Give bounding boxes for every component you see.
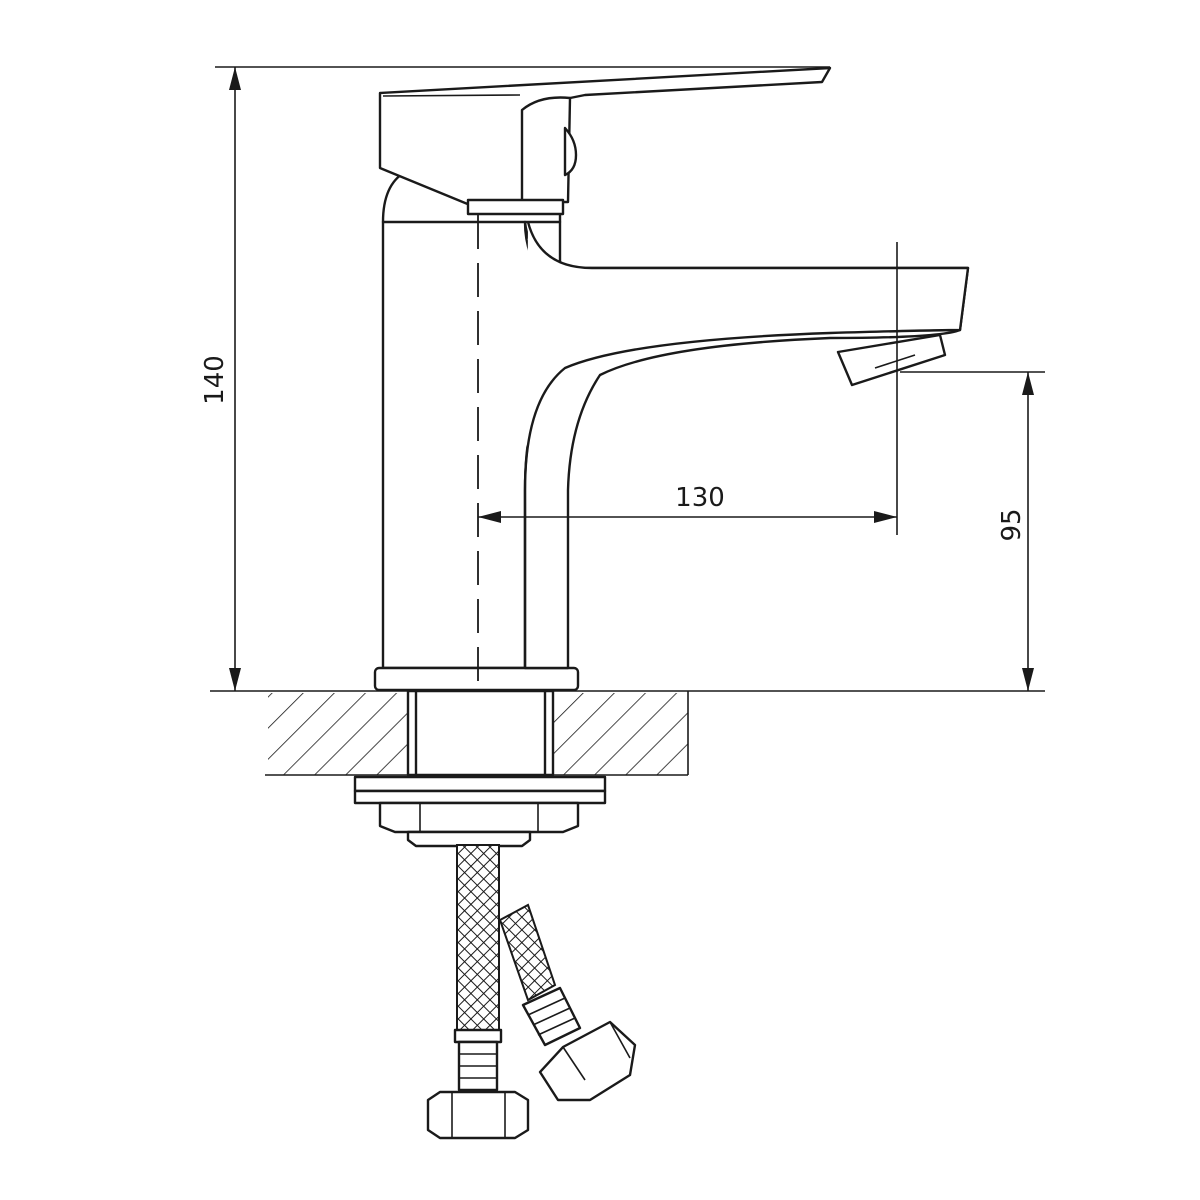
dimension-height-label: 140 [200, 355, 230, 405]
dimension-reach-label: 130 [675, 483, 725, 513]
mounting-nut [353, 775, 607, 848]
faucet-spout [523, 220, 970, 670]
mounting-shank [406, 689, 555, 777]
supply-hose-vertical [426, 844, 530, 1140]
faucet-handle [378, 66, 832, 216]
dimension-height-total: 140 [200, 66, 830, 691]
countertop-section [210, 690, 1045, 776]
supply-hose-angled [498, 903, 637, 1102]
dimension-reach: 130 [478, 242, 898, 535]
dimension-spout-height-label: 95 [997, 508, 1027, 541]
dimension-spout-height: 95 [900, 371, 1045, 691]
